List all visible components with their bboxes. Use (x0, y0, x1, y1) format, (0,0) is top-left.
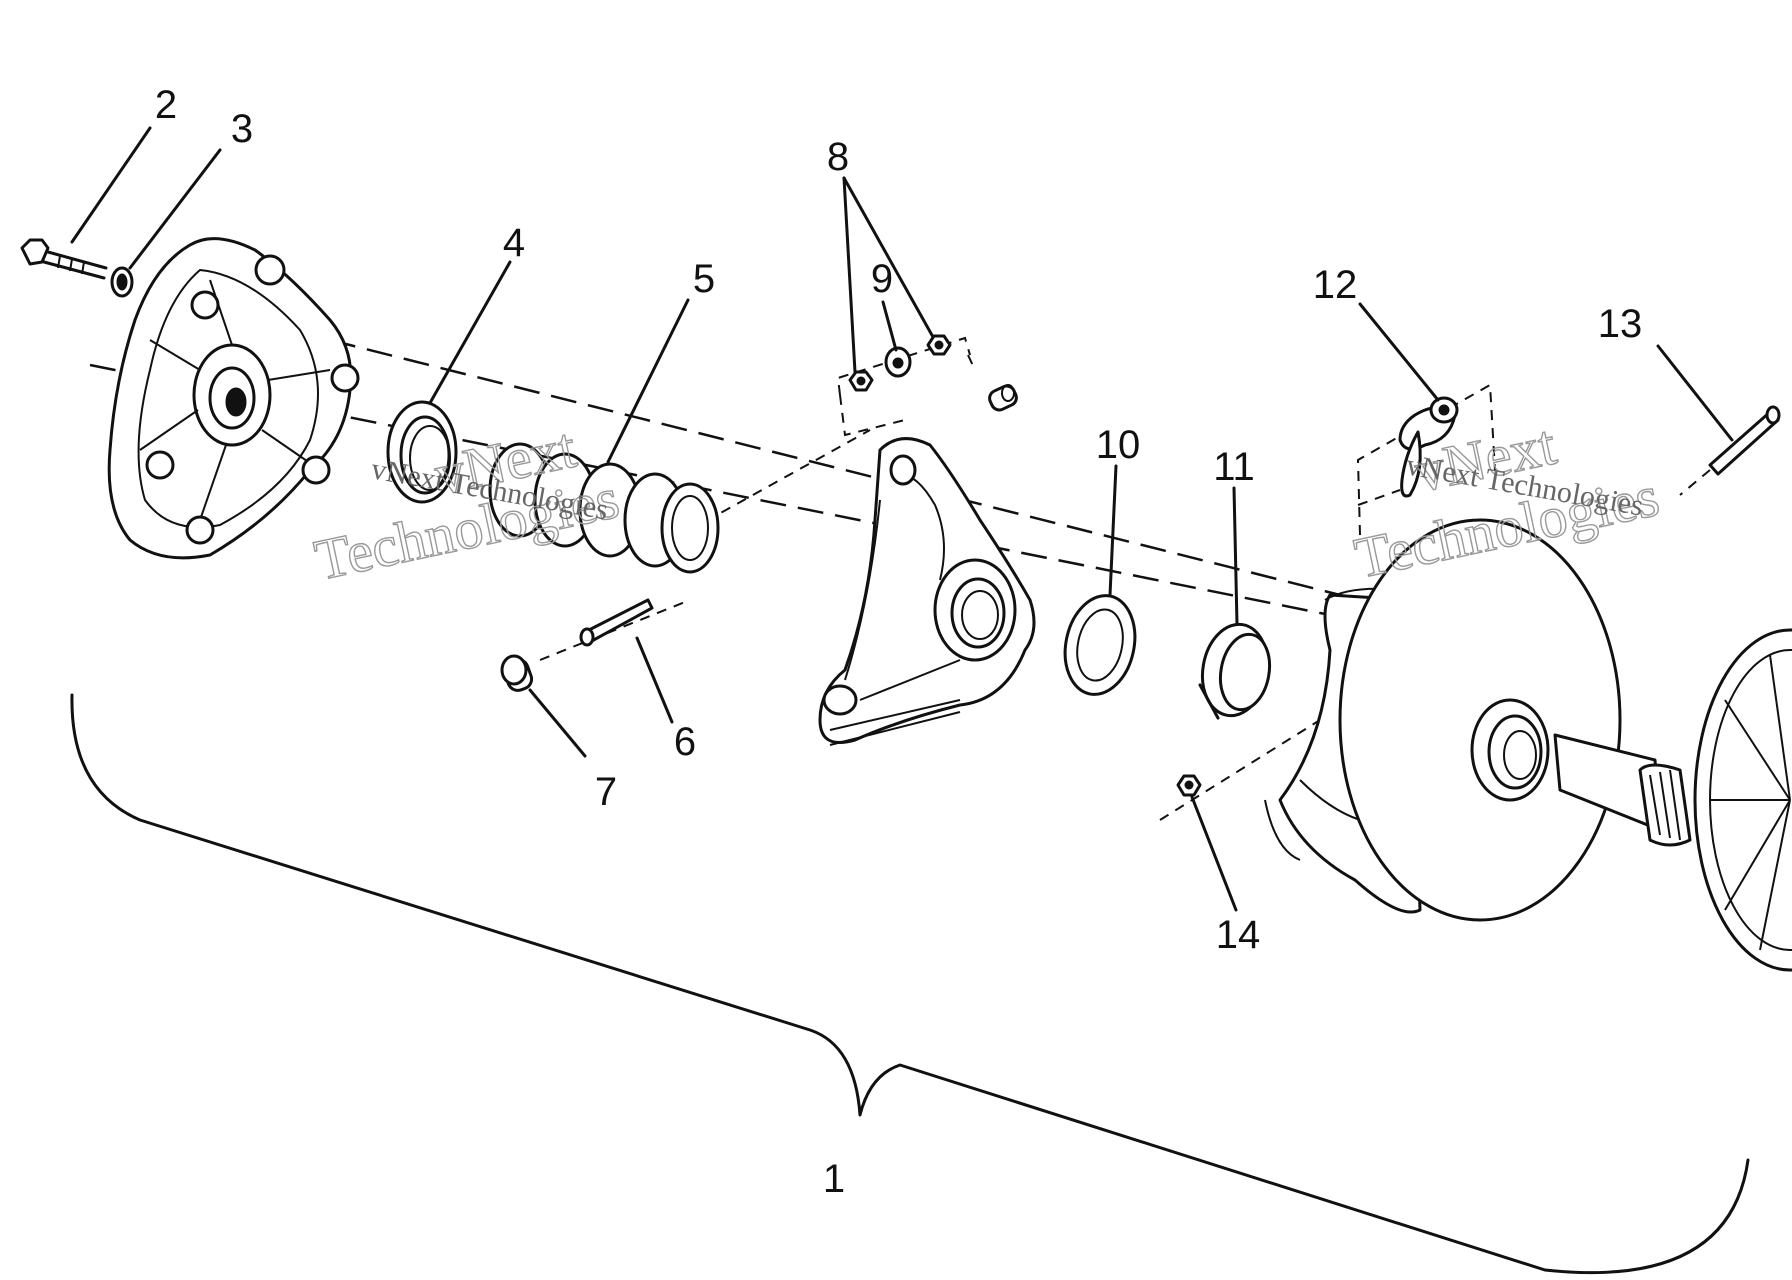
bushing-ring-part (1198, 622, 1272, 720)
callout-5: 5 (693, 257, 715, 301)
callout-1: 1 (823, 1157, 845, 1201)
leader-lines (70, 126, 1734, 912)
callout-6: 6 (674, 720, 696, 764)
clip-part (1356, 383, 1496, 536)
cover-plate-part (107, 237, 360, 560)
callout-3: 3 (231, 107, 253, 151)
cap-part (500, 654, 534, 692)
callout-13: 13 (1598, 302, 1643, 346)
arm-part (818, 437, 1036, 746)
sheave-part (1264, 518, 1792, 972)
pin-part (579, 598, 654, 647)
thrust-washer-part (1063, 594, 1137, 696)
washer-part (110, 266, 134, 298)
callout-12: 12 (1313, 263, 1358, 307)
callout-8: 8 (827, 135, 849, 179)
nut-washer-group (836, 334, 976, 437)
callout-10: 10 (1096, 423, 1141, 467)
assembly-bracket (70, 693, 1750, 1275)
bushing-part (988, 384, 1018, 412)
bolt-part (20, 238, 108, 280)
callout-4: 4 (503, 221, 525, 265)
callout-2: 2 (155, 83, 177, 127)
ring-part (386, 400, 458, 504)
callout-9: 9 (871, 257, 893, 301)
callout-7: 7 (595, 770, 617, 814)
spring-part (488, 442, 720, 574)
callout-14: 14 (1216, 913, 1261, 957)
small-nut-part (1176, 774, 1202, 797)
callout-11: 11 (1213, 445, 1255, 489)
long-pin-part (1679, 405, 1781, 496)
callout-labels: 2 3 4 5 6 7 8 9 10 11 12 13 14 1 (155, 83, 1642, 1201)
